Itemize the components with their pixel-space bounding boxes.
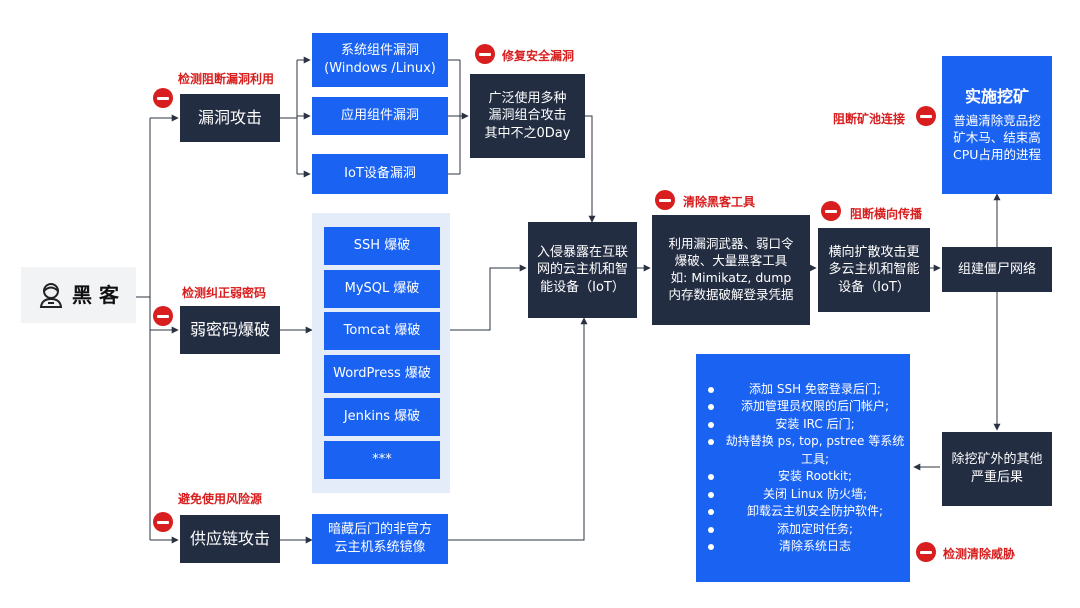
brute-item: WordPress 爆破 [324, 355, 440, 393]
brute-item: Jenkins 爆破 [324, 398, 440, 436]
guard-weak-label: 检测纠正弱密码 [182, 286, 267, 300]
brute-item: SSH 爆破 [324, 227, 440, 265]
guard-threat-label: 检测清除威胁 [943, 547, 1016, 561]
brute-item: Tomcat 爆破 [324, 312, 440, 350]
stop-icon [153, 306, 173, 326]
vuln-attack-node: 漏洞攻击 [180, 94, 280, 142]
consequence-list: 添加 SSH 免密登录后门;添加管理员权限的后门帐户;安装 IRC 后门;劫持替… [696, 381, 910, 556]
iot-vuln-node: IoT设备漏洞 [312, 154, 448, 194]
stop-icon [475, 44, 495, 64]
guard-tools-label: 清除黑客工具 [683, 195, 756, 209]
mining-desc: 普遍清除竞品挖 矿木马、结束高 CPU占用的进程 [953, 113, 1041, 163]
consequence-list-panel: 添加 SSH 免密登录后门;添加管理员权限的后门帐户;安装 IRC 后门;劫持替… [696, 354, 910, 582]
intrude-node: 入侵暴露在互联 网的云主机和智 能设备（IoT） [528, 222, 637, 318]
consequence-item: 安装 IRC 后门; [708, 416, 910, 434]
combo-attack-node: 广泛使用多种 漏洞组合攻击 其中不之0Day [470, 74, 585, 158]
consequence-item: 清除系统日志 [708, 538, 910, 556]
hacker-node: 黑 客 [21, 267, 136, 323]
consequence-item: 添加 SSH 免密登录后门; [708, 381, 910, 399]
guard-pool-label: 阻断矿池连接 [833, 112, 906, 126]
hacker-label: 黑 客 [72, 282, 119, 307]
hacker-tools-node: 利用漏洞武器、弱口令 爆破、大量黑客工具 如: Mimikatz, dump 内… [652, 215, 810, 325]
mining-title: 实施挖矿 [964, 86, 1029, 106]
stop-icon [153, 512, 173, 532]
stop-icon [655, 190, 675, 210]
guard-patch-label: 修复安全漏洞 [502, 49, 575, 63]
stop-icon [916, 542, 936, 562]
stop-icon [821, 201, 841, 221]
system-vuln-node: 系统组件漏洞 (Windows /Linux) [312, 33, 448, 87]
consequence-item: 关闭 Linux 防火墙; [708, 486, 910, 504]
consequence-item: 添加管理员权限的后门帐户; [708, 398, 910, 416]
consequence-item: 安装 Rootkit; [708, 468, 910, 486]
mining-node: 实施挖矿 普遍清除竞品挖 矿木马、结束高 CPU占用的进程 [942, 56, 1052, 194]
consequence-item: 卸载云主机安全防护软件; [708, 503, 910, 521]
guard-lateral-label: 阻断横向传播 [850, 207, 923, 221]
stop-icon [916, 106, 936, 126]
stop-icon [153, 88, 173, 108]
botnet-node: 组建僵尸网络 [942, 247, 1052, 292]
guard-supply-label: 避免使用风险源 [178, 492, 263, 506]
backdoor-image-node: 暗藏后门的非官方 云主机系统镜像 [312, 514, 448, 564]
brute-item: *** [324, 441, 440, 479]
lateral-spread-node: 横向扩散攻击更 多云主机和智能 设备（IoT） [818, 228, 930, 312]
app-vuln-node: 应用组件漏洞 [312, 97, 448, 135]
supply-chain-node: 供应链攻击 [180, 515, 280, 563]
consequence-item: 劫持替换 ps, top, pstree 等系统工具; [708, 433, 910, 468]
weak-password-node: 弱密码爆破 [180, 306, 280, 354]
guard-vuln-label: 检测阻断漏洞利用 [178, 72, 275, 86]
other-consequences-node: 除挖矿外的其他 严重后果 [942, 432, 1052, 506]
brute-item: MySQL 爆破 [324, 270, 440, 308]
consequence-item: 添加定时任务; [708, 521, 910, 539]
hacker-icon [39, 283, 63, 308]
